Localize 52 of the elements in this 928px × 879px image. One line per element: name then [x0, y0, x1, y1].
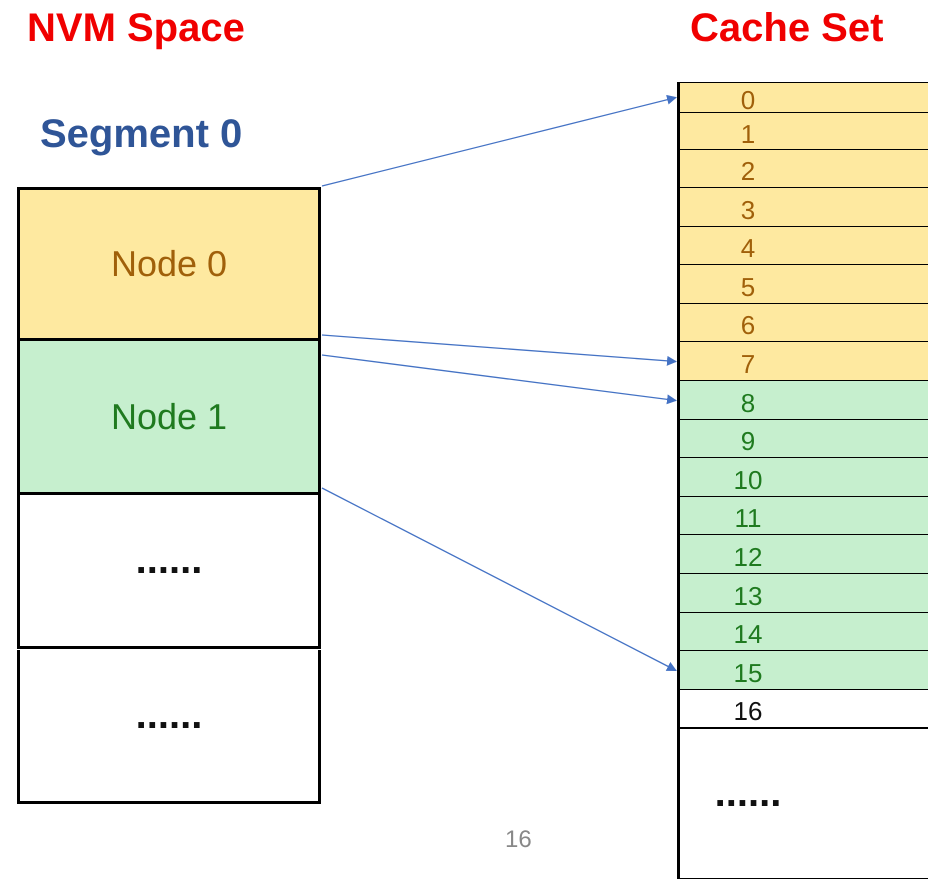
- cache-line-cell: [677, 342, 928, 381]
- cell-number: 0: [740, 85, 756, 116]
- cell-number: 16: [734, 696, 762, 727]
- node-label: ......: [136, 538, 202, 583]
- section-heading: Cache Set: [690, 6, 884, 51]
- cell-number: 6: [740, 310, 756, 341]
- cache-line-cell: [677, 82, 928, 113]
- cache-line-cell: [677, 420, 928, 458]
- cell-number: 14: [734, 619, 762, 650]
- cache-line-cell: [677, 690, 928, 728]
- cell-number: 4: [740, 233, 756, 264]
- cell-number: 12: [734, 542, 762, 572]
- cell-number: 1: [740, 118, 756, 150]
- section-heading: NVM Space: [27, 6, 245, 51]
- cache-line-cell: [677, 535, 928, 574]
- memory-node-block: [17, 341, 321, 495]
- cell-number: 2: [740, 156, 756, 187]
- cache-line-cell: [677, 265, 928, 304]
- cache-line-cell: [677, 381, 928, 420]
- cache-line-cell: [677, 574, 928, 613]
- memory-node-block: [17, 187, 321, 341]
- cell-number: 15: [734, 658, 762, 688]
- cell-number: 5: [740, 272, 756, 302]
- arrow: [322, 94, 677, 187]
- cell-number: 10: [734, 464, 762, 496]
- memory-node-block: [17, 650, 321, 804]
- cache-line-cell: [677, 227, 928, 265]
- arrow: [322, 354, 677, 404]
- cell-number: 13: [734, 580, 762, 612]
- cache-line-cell: [677, 188, 928, 227]
- cache-line-cell: [677, 150, 928, 188]
- node-label: ......: [136, 693, 202, 738]
- segment-heading: Segment 0: [40, 112, 242, 157]
- arrow: [322, 334, 677, 366]
- cache-line-cell: [677, 728, 928, 879]
- cache-line-cell: [677, 651, 928, 690]
- memory-node-block: [17, 495, 321, 649]
- arrow: [322, 487, 677, 672]
- cache-line-cell: [677, 113, 928, 150]
- cache-line-cell: [677, 458, 928, 497]
- cell-number: 8: [740, 388, 756, 418]
- cell-number: 3: [740, 194, 756, 226]
- node-label: Node 1: [110, 396, 228, 438]
- cache-line-cell: [677, 304, 928, 342]
- cache-line-cell: [677, 613, 928, 651]
- cell-number: 7: [740, 348, 756, 380]
- cell-number: 11: [734, 503, 762, 534]
- node-label: ......: [714, 771, 782, 816]
- cache-line-cell: [677, 497, 928, 535]
- node-label: Node 0: [110, 243, 228, 285]
- page-number: 16: [505, 826, 532, 854]
- cell-number: 9: [740, 426, 756, 457]
